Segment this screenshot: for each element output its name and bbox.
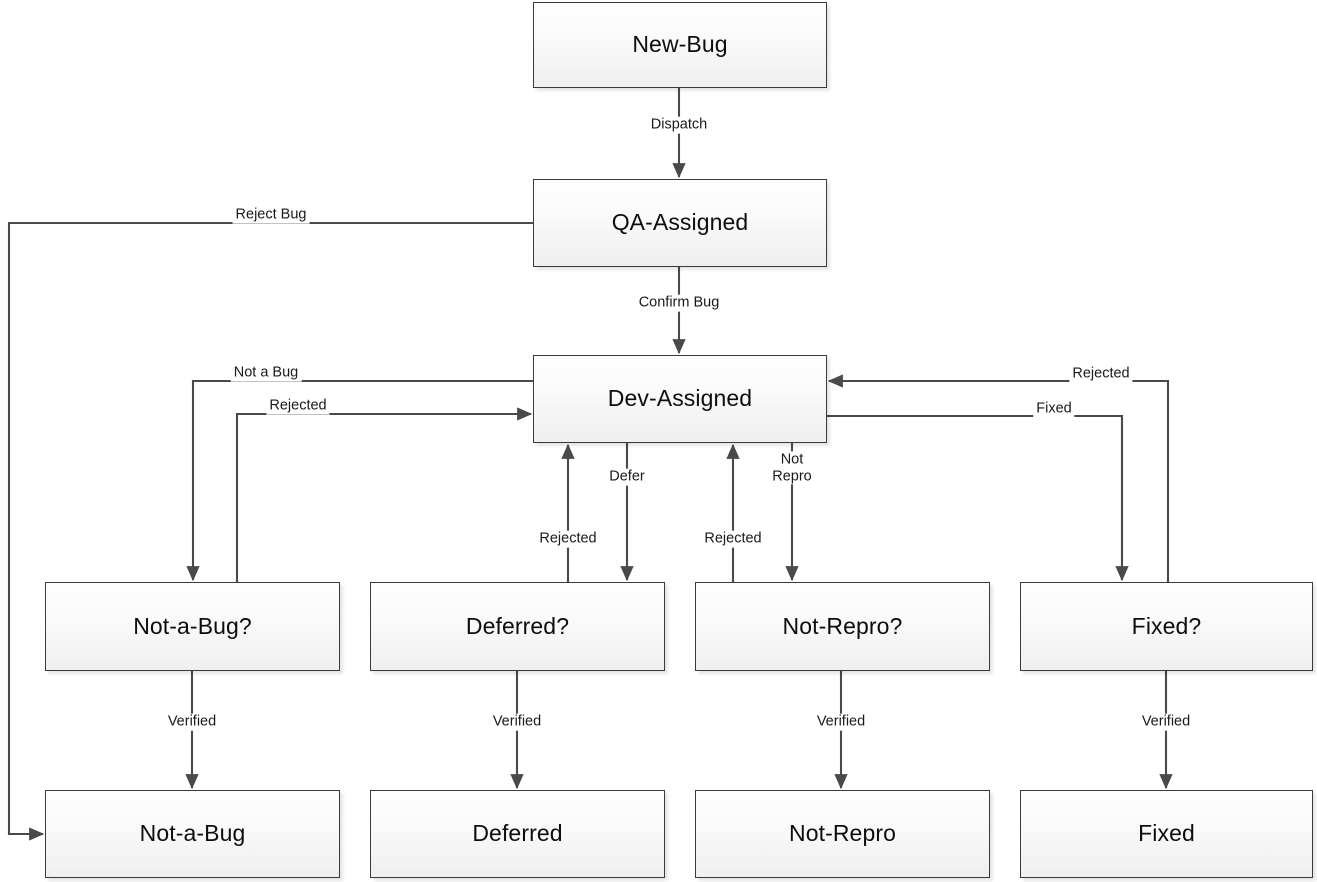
node-fixed[interactable]: Fixed: [1020, 790, 1313, 878]
edge-rejected-not-a-bug: [235, 407, 533, 582]
node-label: QA-Assigned: [611, 209, 749, 236]
edge-label-not-repro: Not Repro: [769, 451, 815, 485]
edge-reject-bug: [7, 221, 533, 841]
node-not-a-bug-question[interactable]: Not-a-Bug?: [45, 582, 340, 671]
edge-rejected-fixed: [827, 374, 1170, 582]
node-dev-assigned[interactable]: Dev-Assigned: [533, 355, 827, 443]
node-label: Dev-Assigned: [607, 385, 753, 412]
edge-label-not-a-bug: Not a Bug: [230, 364, 302, 382]
node-deferred[interactable]: Deferred: [370, 790, 665, 878]
edge-label-rejected-fixed: Rejected: [1069, 365, 1133, 383]
edge-label-rejected-not-a-bug: Rejected: [266, 397, 330, 415]
node-label: Deferred: [472, 820, 563, 847]
node-fixed-question[interactable]: Fixed?: [1020, 582, 1313, 671]
edge-label-defer: Defer: [606, 468, 648, 486]
node-label: Not-Repro?: [782, 612, 903, 639]
edge-label-rejected-deferred: Rejected: [536, 530, 600, 548]
node-not-repro[interactable]: Not-Repro: [695, 790, 990, 878]
node-label: Not-a-Bug?: [133, 612, 252, 639]
node-not-repro-question[interactable]: Not-Repro?: [695, 582, 990, 671]
edge-label-reject-bug: Reject Bug: [232, 206, 310, 224]
node-label: New-Bug: [632, 31, 728, 58]
edge-label-verified-fixed: Verified: [1138, 713, 1194, 731]
node-label: Fixed: [1138, 820, 1195, 847]
node-not-a-bug[interactable]: Not-a-Bug: [45, 790, 340, 878]
node-new-bug[interactable]: New-Bug: [533, 2, 827, 88]
edge-label-confirm-bug: Confirm Bug: [635, 294, 723, 312]
edge-fixed: [827, 414, 1129, 582]
node-deferred-question[interactable]: Deferred?: [370, 582, 665, 671]
node-label: Deferred?: [465, 612, 570, 639]
edge-label-fixed: Fixed: [1033, 400, 1075, 418]
node-label: Fixed?: [1131, 612, 1202, 639]
node-label: Not-a-Bug: [139, 820, 246, 847]
node-qa-assigned[interactable]: QA-Assigned: [533, 179, 827, 267]
edge-label-verified-not-repro: Verified: [813, 713, 869, 731]
node-label: Not-Repro: [789, 820, 896, 847]
edge-not-a-bug: [186, 379, 533, 582]
edge-label-verified-deferred: Verified: [489, 713, 545, 731]
edge-label-verified-not-a-bug: Verified: [164, 713, 220, 731]
edge-label-rejected-not-repro: Rejected: [701, 530, 765, 548]
edge-label-dispatch: Dispatch: [647, 116, 711, 134]
